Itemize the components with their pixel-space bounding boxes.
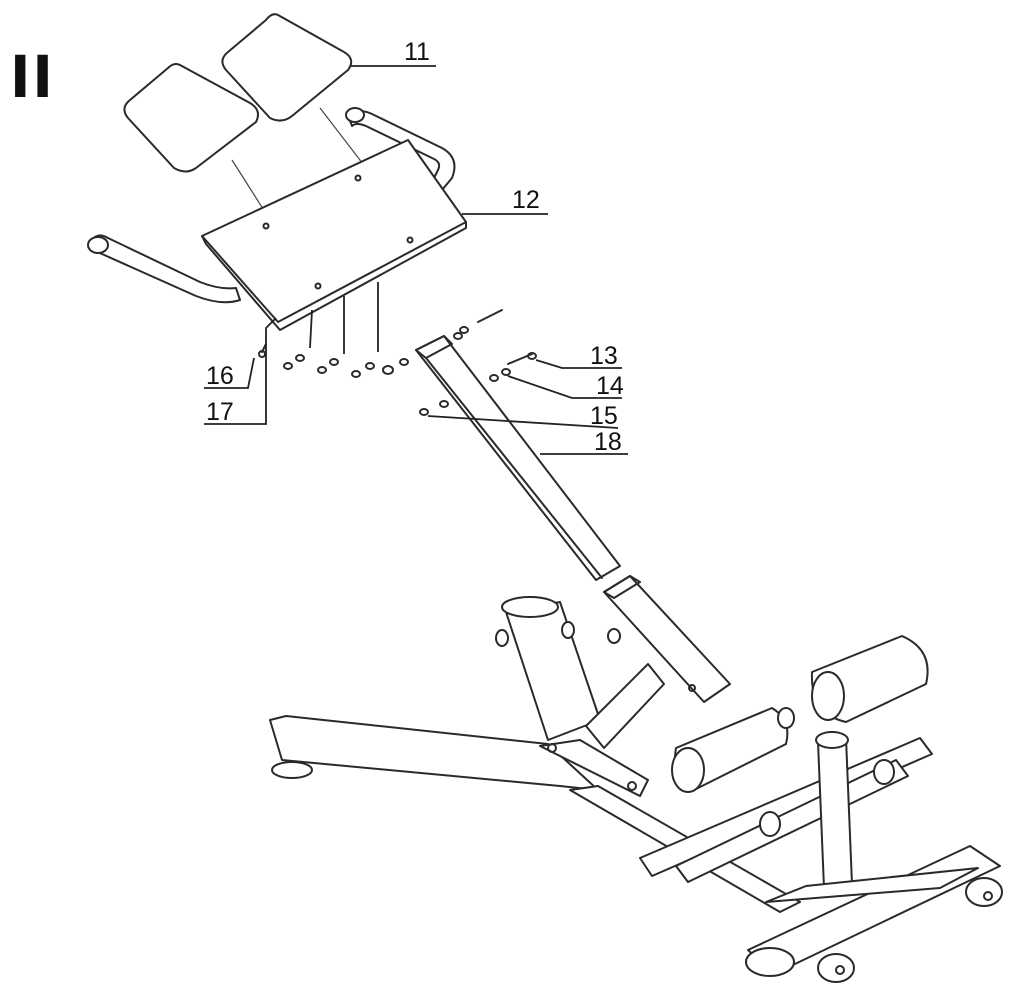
part-label-15: 15 [590, 402, 618, 430]
lower-sleeve [603, 575, 731, 703]
leader-line-17 [204, 317, 277, 425]
leader-line-14 [507, 375, 622, 399]
pad-board [201, 139, 467, 331]
part-label-11: 11 [404, 38, 430, 66]
bolt-set-right [419, 309, 537, 416]
leader-line-13 [535, 359, 622, 369]
part-label-16: 16 [206, 362, 234, 390]
bolt-set-left [258, 343, 409, 378]
leader-lines-bolts [309, 282, 379, 354]
part-label-18: 18 [594, 428, 622, 456]
leader-line-16 [204, 357, 255, 389]
base-frame [269, 596, 1003, 983]
part-label-17: 17 [206, 398, 234, 426]
part-label-12: 12 [512, 186, 540, 214]
upright-tube [415, 335, 621, 581]
back-pad-right [221, 13, 353, 122]
back-pad-left [123, 63, 259, 173]
handle-bar-left [87, 234, 241, 304]
step-number: II [10, 43, 55, 111]
part-label-13: 13 [590, 342, 618, 370]
part-label-14: 14 [596, 372, 624, 400]
leader-line-15 [427, 415, 619, 429]
